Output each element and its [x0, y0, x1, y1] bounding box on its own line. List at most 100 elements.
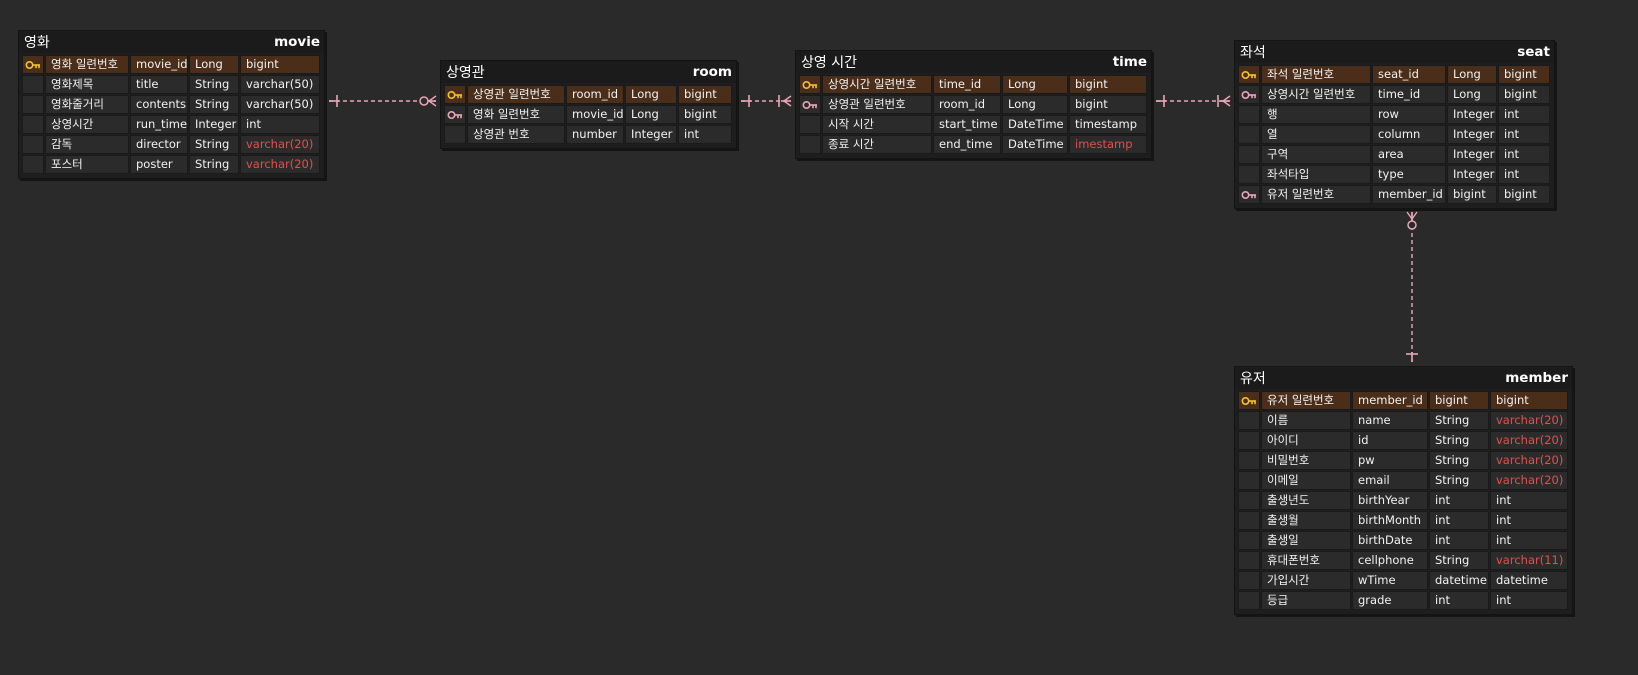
attribute-name: 상영시간 일련번호: [1261, 85, 1371, 104]
attribute-column: birthMonth: [1352, 511, 1428, 530]
attribute-type: DateTime: [1002, 115, 1068, 134]
attribute-db-type: timestamp: [1069, 115, 1147, 134]
attribute-db-type: bigint: [1490, 391, 1568, 410]
primary-key-icon: [1238, 391, 1260, 410]
key-cell: [1238, 145, 1260, 164]
attribute-name: 유저 일련번호: [1261, 185, 1371, 204]
foreign-key-icon: [1238, 85, 1260, 104]
attribute-name: 유저 일련번호: [1261, 391, 1351, 410]
attribute-db-type: varchar(50): [240, 75, 320, 94]
key-cell: [799, 135, 821, 154]
attribute-type: Integer: [1447, 165, 1497, 184]
attribute-name: 등급: [1261, 591, 1351, 610]
attribute-column: title: [130, 75, 188, 94]
attribute-column: name: [1352, 411, 1428, 430]
key-cell: [1238, 125, 1260, 144]
attribute-db-type: bigint: [240, 55, 320, 74]
attribute-db-type: int: [1498, 125, 1550, 144]
attribute-name: 행: [1261, 105, 1371, 124]
attribute-column: type: [1372, 165, 1446, 184]
attribute-type: String: [189, 75, 239, 94]
entity-physical-name: seat: [1517, 44, 1550, 60]
primary-key-icon: [799, 75, 821, 94]
attribute-db-type: int: [678, 125, 732, 144]
attribute-name: 가입시간: [1261, 571, 1351, 590]
attribute-type: Integer: [625, 125, 677, 144]
attribute-column: area: [1372, 145, 1446, 164]
attribute-type: Integer: [1447, 125, 1497, 144]
key-cell: [444, 125, 466, 144]
key-cell: [1238, 591, 1260, 610]
attribute-db-type: imestamp: [1069, 135, 1147, 154]
key-cell: [1238, 531, 1260, 550]
attribute-column: row: [1372, 105, 1446, 124]
attribute-name: 구역: [1261, 145, 1371, 164]
attribute-column: birthYear: [1352, 491, 1428, 510]
attribute-name: 상영시간: [45, 115, 129, 134]
key-cell: [22, 75, 44, 94]
crowfoot-marker: [1411, 211, 1418, 220]
attribute-db-type: varchar(50): [240, 95, 320, 114]
attribute-name: 상영관 일련번호: [822, 95, 932, 114]
attribute-db-type: int: [1498, 105, 1550, 124]
attribute-column: email: [1352, 471, 1428, 490]
entity-logical-name: 상영 시간: [801, 55, 857, 71]
attribute-type: String: [1429, 551, 1489, 570]
attribute-type: String: [189, 135, 239, 154]
attribute-db-type: varchar(20): [1490, 471, 1568, 490]
crowfoot-marker: [1222, 95, 1231, 102]
attribute-column: room_id: [933, 95, 1001, 114]
attribute-type: int: [1429, 491, 1489, 510]
attribute-column: number: [566, 125, 624, 144]
attribute-column: cellphone: [1352, 551, 1428, 570]
attribute-type: String: [189, 95, 239, 114]
attribute-column: end_time: [933, 135, 1001, 154]
attribute-type: String: [1429, 471, 1489, 490]
crowfoot-marker: [428, 95, 437, 102]
